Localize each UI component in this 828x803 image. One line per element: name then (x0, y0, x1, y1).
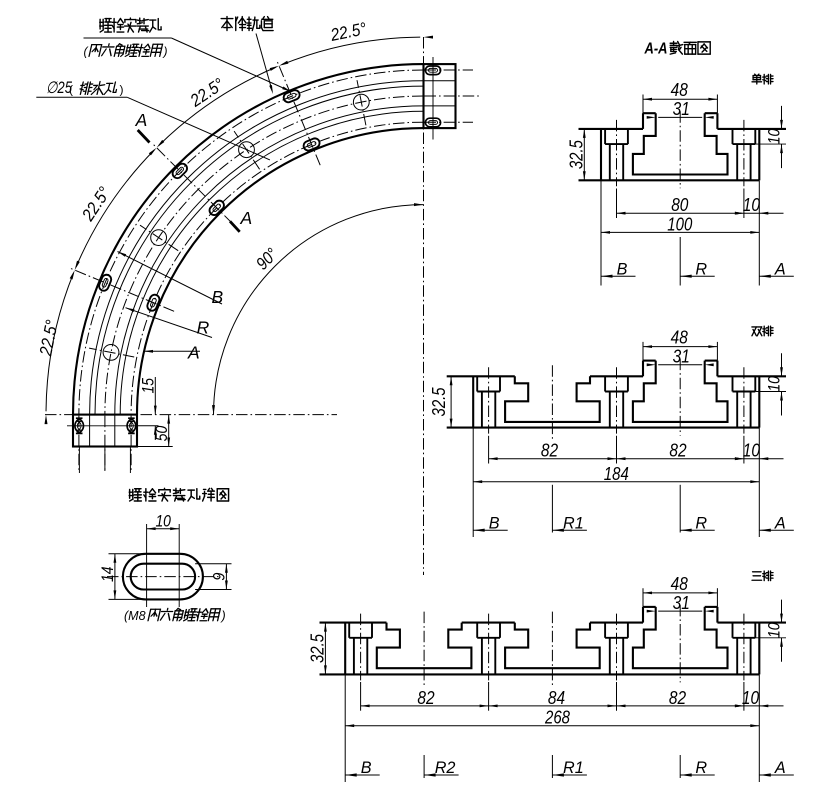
svg-text:A-A: A-A (644, 40, 668, 57)
svg-text:22.5°: 22.5° (77, 183, 114, 225)
svg-text:B: B (489, 514, 500, 532)
svg-text:B: B (212, 287, 224, 307)
svg-text:A: A (774, 514, 786, 532)
svg-text:15: 15 (139, 378, 158, 394)
svg-text:R1: R1 (563, 514, 584, 532)
svg-text:82: 82 (669, 440, 687, 461)
svg-text:48: 48 (671, 327, 689, 348)
svg-text:A: A (135, 110, 148, 130)
svg-text:31: 31 (673, 346, 690, 367)
svg-text:10: 10 (765, 622, 784, 638)
svg-text:): ) (162, 45, 168, 59)
svg-text:∅25: ∅25 (46, 79, 73, 97)
svg-text:(: ( (69, 83, 73, 97)
svg-text:A: A (774, 759, 786, 777)
svg-text:R: R (695, 759, 707, 777)
svg-text:10: 10 (742, 687, 760, 708)
svg-text:): ) (120, 83, 124, 97)
svg-text:14: 14 (98, 566, 117, 582)
svg-text:32.5: 32.5 (307, 633, 328, 663)
svg-text:22.5°: 22.5° (328, 18, 368, 45)
svg-text:9: 9 (210, 572, 229, 580)
svg-text:B: B (617, 260, 628, 278)
svg-text:R1: R1 (563, 759, 584, 777)
svg-text:48: 48 (671, 79, 689, 100)
svg-text:31: 31 (673, 98, 690, 119)
svg-text:R: R (197, 318, 210, 338)
svg-text:(: ( (84, 45, 90, 59)
svg-text:10: 10 (765, 128, 784, 144)
svg-text:10: 10 (155, 512, 171, 531)
svg-text:82: 82 (669, 687, 687, 708)
svg-text:31: 31 (673, 592, 690, 613)
svg-text:10: 10 (743, 440, 761, 461)
svg-text:(M8: (M8 (124, 609, 146, 623)
svg-text:): ) (220, 609, 226, 623)
svg-text:A: A (240, 208, 253, 228)
svg-text:82: 82 (541, 440, 559, 461)
svg-text:48: 48 (671, 573, 689, 594)
svg-text:84: 84 (548, 687, 565, 708)
svg-text:82: 82 (417, 687, 435, 708)
svg-text:R2: R2 (435, 759, 456, 777)
svg-text:B: B (361, 759, 372, 777)
svg-text:184: 184 (604, 463, 629, 484)
svg-text:10: 10 (743, 194, 761, 215)
svg-text:10: 10 (765, 376, 784, 392)
svg-text:R: R (695, 260, 707, 278)
svg-text:A: A (774, 260, 786, 278)
svg-text:268: 268 (544, 707, 570, 728)
svg-text:80: 80 (671, 194, 689, 215)
svg-text:32.5: 32.5 (566, 140, 587, 170)
svg-text:50: 50 (152, 425, 171, 441)
svg-text:22.5°: 22.5° (35, 318, 62, 358)
svg-text:R: R (695, 514, 707, 532)
svg-text:100: 100 (667, 214, 693, 235)
svg-text:90°: 90° (252, 244, 282, 274)
svg-text:A: A (187, 343, 200, 363)
svg-text:32.5: 32.5 (428, 387, 449, 417)
